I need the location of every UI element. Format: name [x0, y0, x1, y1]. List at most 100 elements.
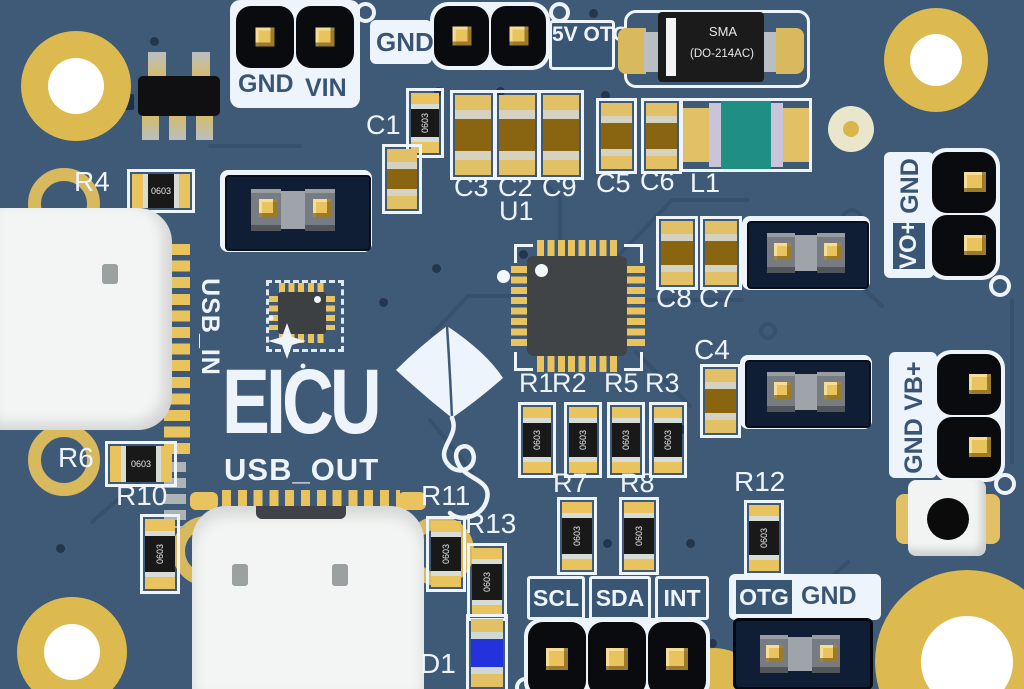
label-c2: C2: [498, 172, 533, 202]
header-socket: [236, 6, 294, 68]
cap-body: [499, 119, 535, 151]
usb-out-pad: [398, 492, 426, 510]
resistor-terminal: [132, 174, 143, 208]
jumper-body: [225, 175, 371, 251]
header-pin: [964, 235, 986, 255]
header-pin: [255, 27, 275, 47]
cap-body: [705, 389, 736, 413]
via-dot: [603, 539, 612, 548]
resistor-body: 0603: [431, 537, 461, 571]
header-pin: [964, 172, 986, 192]
i2c-header: [524, 618, 710, 689]
dfn-ic-pads: [269, 296, 279, 330]
resistor-terminal: [749, 505, 779, 516]
label-r2: R2: [552, 368, 587, 398]
cap-band: [543, 151, 579, 160]
resistor-band: [431, 532, 461, 537]
capacitor-c8: [656, 216, 698, 290]
resistor-band: [654, 457, 682, 462]
capacitor-c7: [700, 216, 742, 290]
diode-pad: [776, 28, 804, 74]
pin1-dot: [314, 296, 321, 303]
resistor-r5: 0603: [607, 402, 645, 478]
header-pin: [315, 27, 335, 47]
led-d1: [466, 614, 508, 689]
label-otg-box: OTG: [733, 577, 795, 617]
led-die: [471, 639, 503, 667]
silk-corner: [514, 352, 533, 371]
cap-band: [543, 110, 579, 119]
resistor-r13: 0603: [467, 543, 507, 621]
resistor-terminal: [431, 576, 461, 587]
jumper-pin: [824, 382, 841, 399]
jumper-pin: [774, 382, 791, 399]
header-socket: [491, 6, 546, 66]
label-c1: C1: [366, 110, 401, 140]
label-otg: OTG: [739, 584, 789, 610]
test-via-dot: [497, 270, 510, 283]
resistor-band: [569, 418, 597, 423]
resistor-terminal: [624, 502, 654, 513]
cap-body: [646, 123, 677, 149]
label-int: INT: [663, 585, 701, 611]
cap-terminal: [455, 160, 491, 175]
label-r8: R8: [620, 468, 655, 498]
cap-body: [601, 123, 632, 149]
header-pin: [969, 374, 991, 394]
jumper-block-otg: [733, 618, 873, 689]
cap-terminal: [543, 95, 579, 110]
header-pin: [606, 648, 628, 670]
resistor-body: 0603: [569, 423, 597, 457]
resistor-band: [411, 104, 439, 109]
test-point-center: [843, 121, 859, 137]
resistor-body: 0603: [654, 423, 682, 457]
capacitor-c6: [641, 98, 682, 174]
label-5v-otg: 5V OTG: [552, 23, 630, 46]
cap-band: [601, 149, 632, 156]
label-scl-box: SCL: [527, 576, 585, 620]
cap-band: [646, 149, 677, 156]
resistor-band: [624, 554, 654, 559]
dfn-ic-pads: [279, 333, 325, 343]
jumper-block: [220, 170, 372, 252]
cap-band: [499, 151, 535, 160]
inductor-core: [721, 101, 771, 169]
via-dot: [434, 87, 443, 96]
resistor-terminal: [523, 407, 551, 418]
resistor-band: [121, 446, 126, 482]
cap-body: [705, 241, 737, 265]
via-dot: [678, 425, 687, 434]
capacitor-c3: [450, 90, 496, 180]
resistor-terminal: [654, 462, 682, 473]
cap-terminal: [661, 272, 693, 285]
resistor-terminal: [145, 519, 175, 531]
mounting-hole-top-right: [884, 8, 988, 112]
resistor-band: [749, 555, 779, 560]
usb-out-connector: [192, 506, 424, 689]
resistor-body: 0603: [523, 423, 551, 457]
silk-corner: [624, 352, 643, 371]
jumper-block: [740, 355, 872, 429]
resistor-terminal: [179, 174, 190, 208]
transistor-lead: [196, 112, 213, 140]
header-pin: [546, 648, 568, 670]
via-dot: [686, 539, 695, 548]
cap-terminal: [705, 221, 737, 234]
resistor-terminal: [523, 462, 551, 473]
resistor-r12: 0603: [744, 500, 784, 576]
led-terminal: [471, 619, 503, 632]
cap-terminal: [543, 160, 579, 175]
resistor-band: [156, 446, 161, 482]
resistor-body: 0603: [145, 536, 175, 572]
resistor-band: [562, 554, 592, 559]
label-sda-box: SDA: [589, 576, 651, 620]
qfp-pins-left: [511, 266, 529, 348]
jumper-shunt: [795, 235, 817, 271]
resistor-r4: 0603: [127, 169, 195, 213]
cap-band: [499, 110, 535, 119]
resistor-c1-area: 0603: [406, 88, 444, 158]
label-5v-otg-box: 5V OTG: [549, 20, 630, 70]
diode-body: SMA (DO-214AC): [658, 12, 764, 82]
label-otg-gnd: GND: [801, 582, 857, 610]
